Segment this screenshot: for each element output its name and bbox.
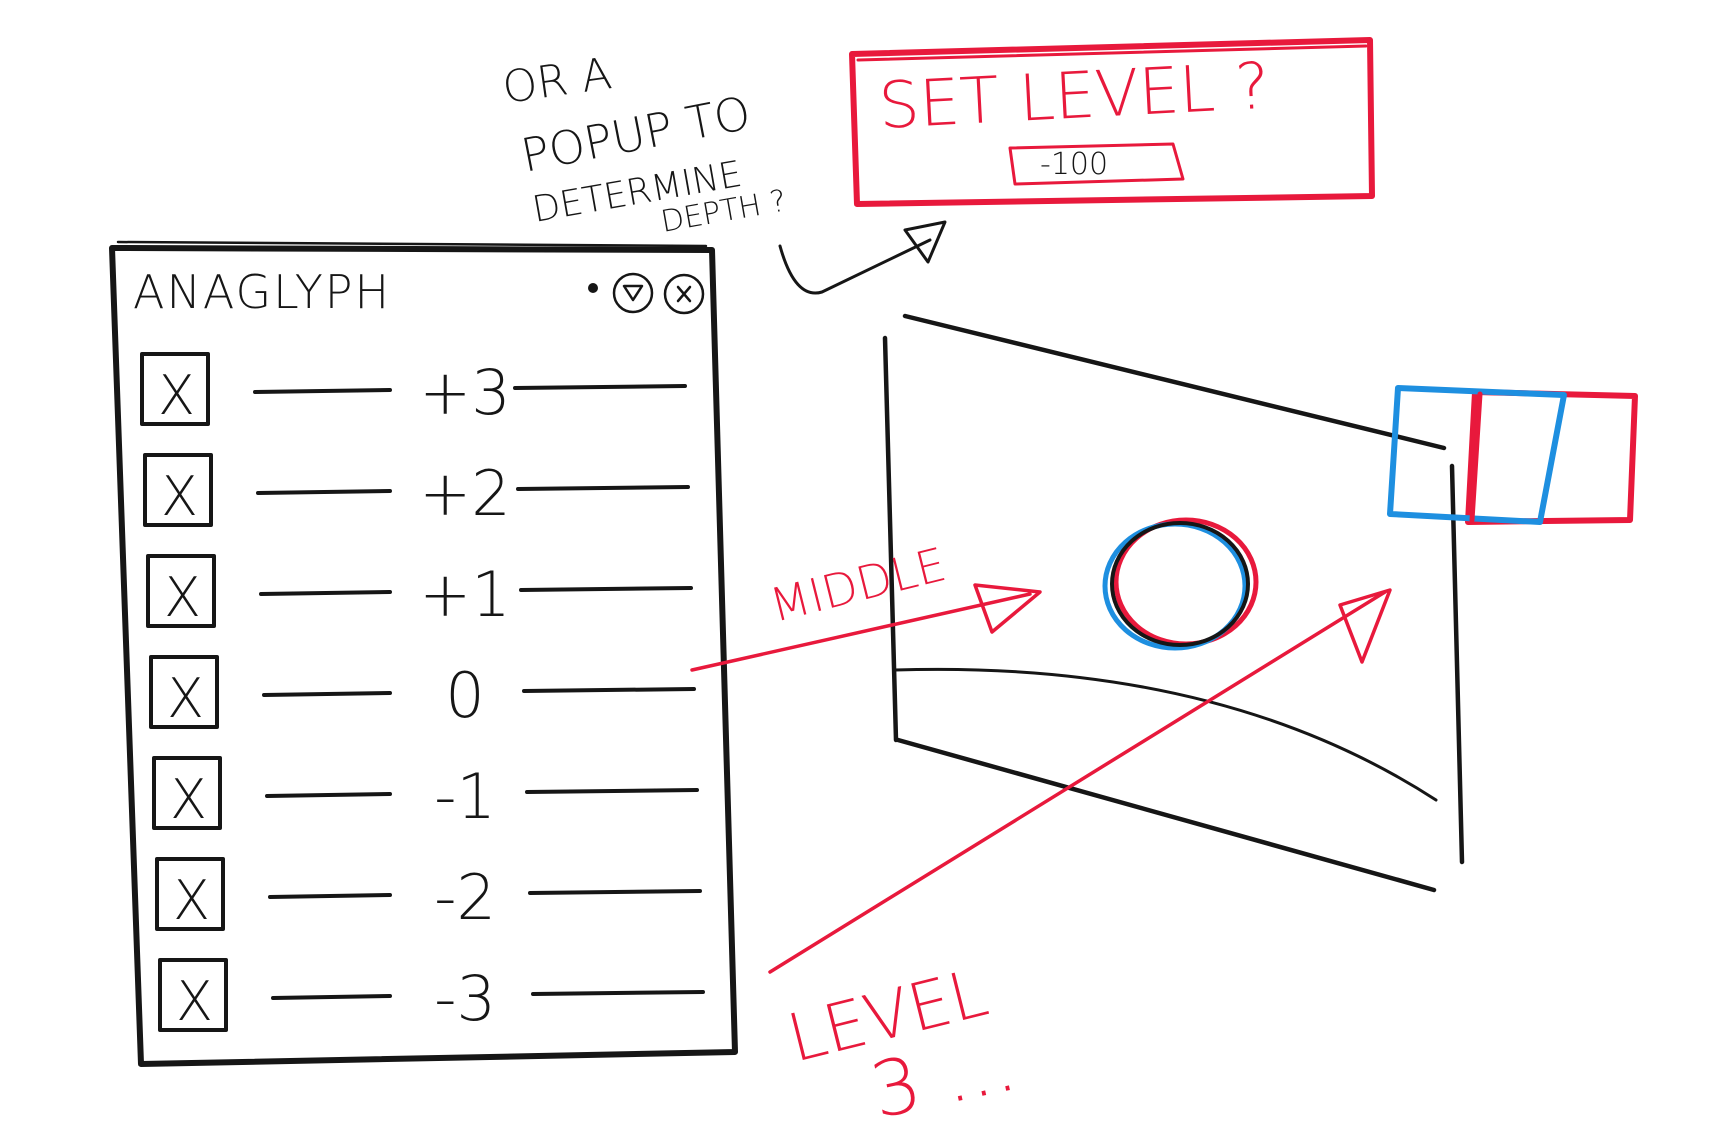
layer-label: +1 — [419, 558, 510, 631]
layer-row[interactable]: X +2 — [143, 453, 690, 530]
layer-checkbox[interactable] — [152, 756, 222, 830]
layer-check-mark: X — [176, 970, 213, 1033]
circle-shape[interactable] — [1102, 517, 1259, 651]
layer-checkbox[interactable] — [140, 352, 210, 426]
set-level-popup[interactable]: SET LEVEL ? -100 — [849, 37, 1375, 207]
layer-label: +3 — [419, 356, 510, 429]
level-input-value: -100 — [1040, 147, 1108, 182]
popup-note: OR A POPUP TO DETERMINE DEPTH ? — [499, 48, 789, 240]
layer-rule-left — [259, 590, 392, 596]
layer-label: 0 — [445, 659, 484, 732]
layer-row[interactable]: X +1 — [146, 554, 693, 631]
layer-check-mark: X — [170, 768, 207, 831]
layer-checkbox[interactable] — [155, 857, 225, 931]
layer-checkbox[interactable] — [146, 554, 216, 628]
popup-title: SET LEVEL ? — [877, 50, 1271, 144]
layer-rule-right — [519, 586, 693, 592]
layer-rule-left — [271, 994, 392, 1000]
layer-check-mark: X — [158, 364, 195, 427]
layer-row[interactable]: X +3 — [140, 352, 687, 429]
layer-check-mark: X — [173, 869, 210, 932]
layer-rule-left — [262, 691, 392, 697]
layer-label: -3 — [434, 962, 496, 1035]
layer-rule-right — [522, 687, 696, 693]
close-icon[interactable] — [663, 273, 705, 315]
layer-rule-left — [268, 893, 392, 899]
layer-row[interactable]: X -1 — [152, 756, 699, 833]
layer-check-mark: X — [164, 566, 201, 629]
layer-label: -1 — [434, 760, 496, 833]
level-input[interactable]: -100 — [1008, 142, 1185, 186]
note-arrow — [778, 220, 947, 295]
middle-annotation: MIDDLE — [690, 537, 1042, 672]
layer-label: +2 — [419, 457, 510, 530]
layer-rule-right — [531, 990, 705, 996]
collapse-icon[interactable] — [612, 272, 654, 314]
canvas-preview — [882, 313, 1638, 893]
layer-rule-left — [253, 388, 392, 394]
layer-check-mark: X — [161, 465, 198, 528]
layer-rule-right — [516, 485, 690, 491]
layer-rule-right — [513, 384, 687, 390]
layer-rule-right — [525, 788, 699, 794]
dot-icon — [588, 283, 598, 293]
level-annotation: LEVEL 3 ... — [768, 588, 1392, 1136]
layer-row[interactable]: X -3 — [158, 958, 705, 1035]
panel-title: ANAGLYPH — [133, 265, 391, 319]
layer-checkbox[interactable] — [143, 453, 213, 527]
note-line-1: OR A — [499, 48, 614, 114]
panel-controls — [588, 272, 705, 315]
layer-rule-right — [528, 889, 702, 895]
layer-checkbox[interactable] — [158, 958, 228, 1032]
layer-label: -2 — [434, 861, 496, 934]
layer-checkbox[interactable] — [149, 655, 219, 729]
offset-squares — [1387, 385, 1638, 525]
layer-row[interactable]: X -2 — [155, 857, 702, 934]
layer-rule-left — [265, 792, 392, 798]
layer-check-mark: X — [167, 667, 204, 730]
layer-rule-left — [256, 489, 392, 495]
